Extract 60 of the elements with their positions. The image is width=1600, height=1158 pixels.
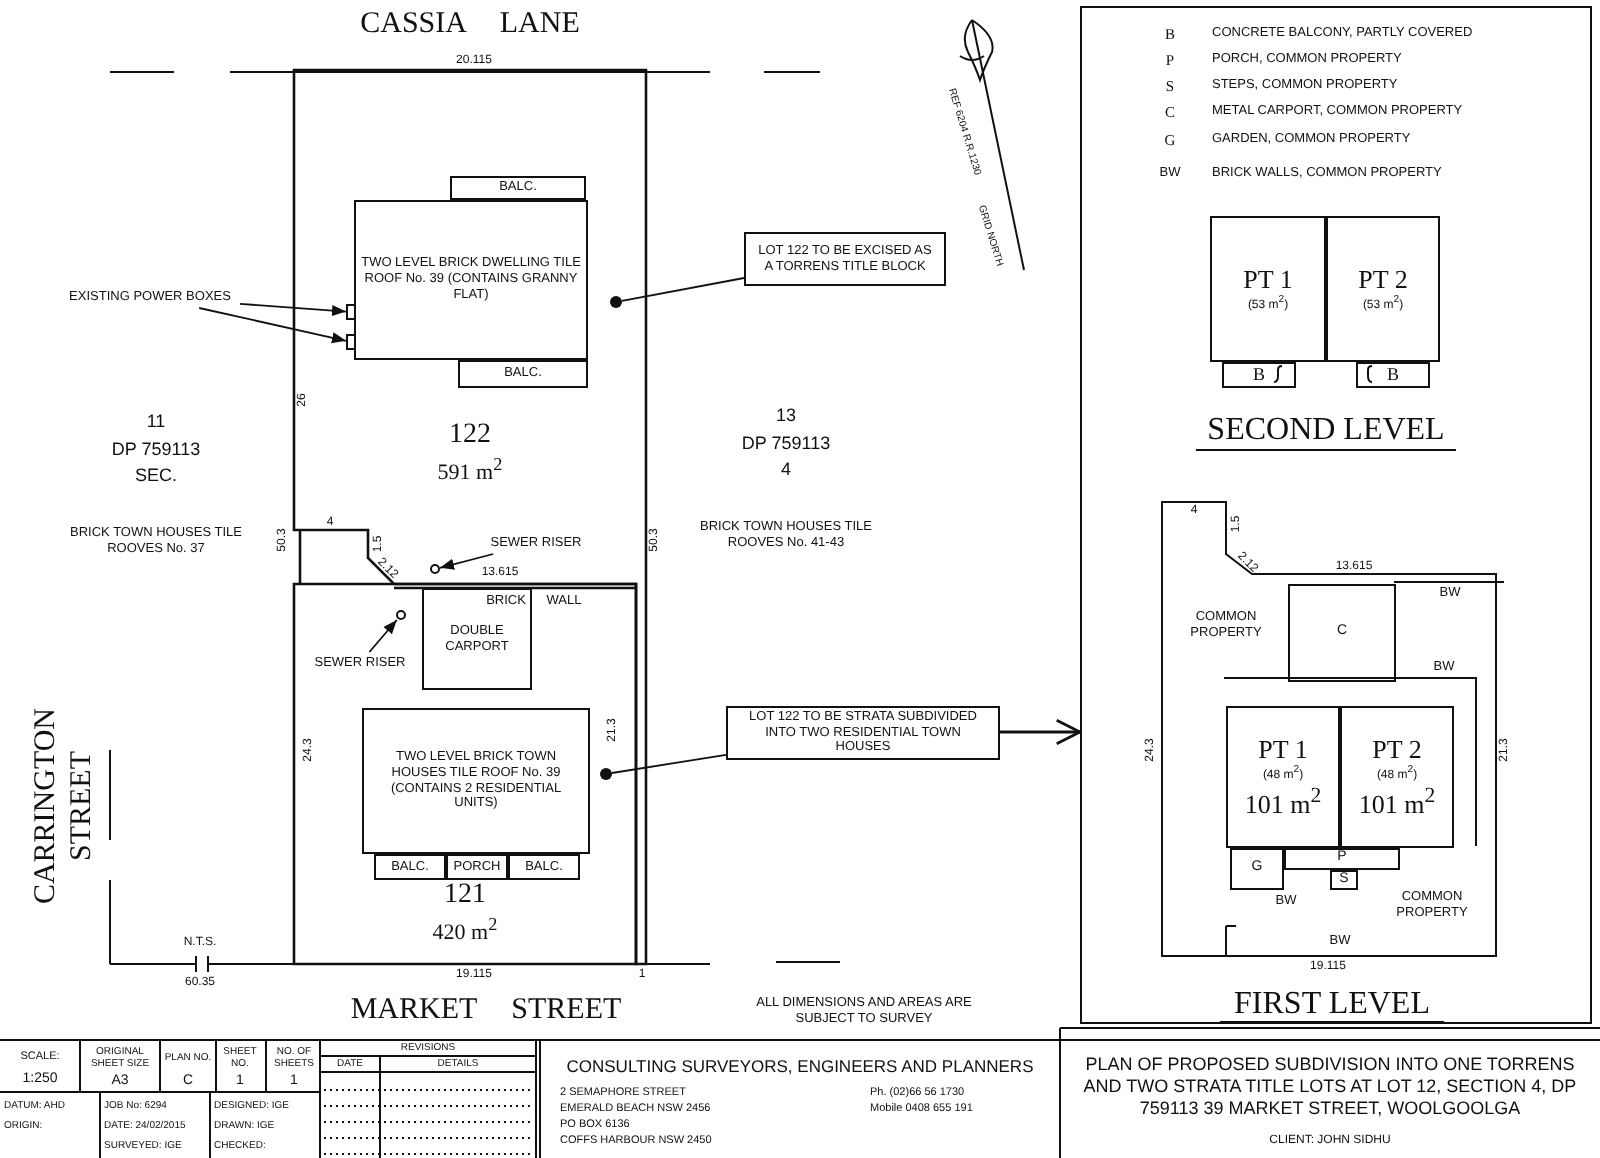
unit-label: 101 m$^{2}$ — [1358, 784, 1436, 821]
building-outline — [354, 200, 588, 360]
leader-line — [239, 302, 347, 317]
balcony-box — [450, 176, 586, 200]
power-box — [346, 304, 356, 320]
sewer-riser-symbol — [396, 610, 406, 620]
sewer-riser-symbol — [430, 564, 440, 574]
lot-label: 11 — [144, 411, 168, 433]
plan-heading: FIRST LEVEL — [1232, 984, 1432, 1024]
steps-box — [1330, 870, 1358, 890]
survey-dot — [600, 768, 612, 780]
balcony-label: B — [1252, 364, 1265, 386]
lot-number: 591 m$^{2}$ — [437, 453, 503, 488]
lot-label: SEC. — [132, 465, 179, 487]
arrow — [1000, 718, 1082, 746]
lot-boundary — [294, 70, 646, 964]
balcony-box — [1222, 362, 1296, 388]
street-name: CARRINGTON STREET — [28, 705, 100, 909]
unit-label: PT 1 — [1243, 263, 1293, 295]
lot-number: 122 — [449, 420, 491, 454]
street-name: CASSIA LANE — [358, 6, 582, 42]
unit-label: 101 m$^{2}$ — [1244, 784, 1322, 821]
plan-title: PLAN OF PROPOSED SUBDIVISION INTO ONE TORRENS AND TWO STRATA TITLE LOTS AT LOT 12, SECTION 4, DP 759113 39 MARKET STREET, WOOLGOOLGA — [1081, 1053, 1579, 1119]
balcony-box — [374, 854, 446, 880]
lot-number: 420 m$^{2}$ — [432, 913, 498, 948]
porch-box — [1284, 848, 1400, 870]
lot-label: 13 — [773, 405, 798, 427]
unit-label: PT 1 — [1258, 733, 1308, 765]
unit-label: PT 2 — [1372, 733, 1422, 765]
garden-box — [1230, 848, 1284, 890]
lot-label: 4 — [778, 459, 793, 481]
note-box — [744, 232, 946, 286]
building-outline — [362, 708, 590, 854]
leader-line — [611, 753, 727, 774]
unit-label: PT 2 — [1358, 263, 1408, 295]
plan-heading: SECOND LEVEL — [1205, 410, 1447, 450]
balcony-box — [1356, 362, 1430, 388]
carport-outline — [1288, 584, 1396, 682]
unit-outline — [1326, 216, 1440, 362]
unit-outline — [1226, 706, 1340, 848]
street-name: MARKET STREET — [348, 992, 624, 1028]
lot-label: DP 759113 — [739, 433, 833, 455]
unit-outline — [1340, 706, 1454, 848]
panel-border — [1080, 6, 1592, 1024]
balcony-label: B — [1386, 364, 1399, 386]
leader-line — [439, 553, 495, 570]
company-text: CONSULTING SURVEYORS, ENGINEERS AND PLANNERS — [564, 1055, 1036, 1077]
carport-outline — [422, 588, 532, 690]
power-box — [346, 334, 356, 350]
survey-dot — [610, 296, 622, 308]
note-box — [726, 706, 1000, 760]
porch-box — [446, 854, 508, 880]
leader-line — [621, 277, 745, 302]
lot-number: 121 — [444, 880, 486, 914]
balcony-box — [508, 854, 580, 880]
leader-line — [368, 619, 398, 653]
lot-label: DP 759113 — [109, 439, 203, 461]
leader-line — [198, 307, 347, 344]
unit-outline — [1210, 216, 1326, 362]
balcony-box — [458, 360, 588, 388]
